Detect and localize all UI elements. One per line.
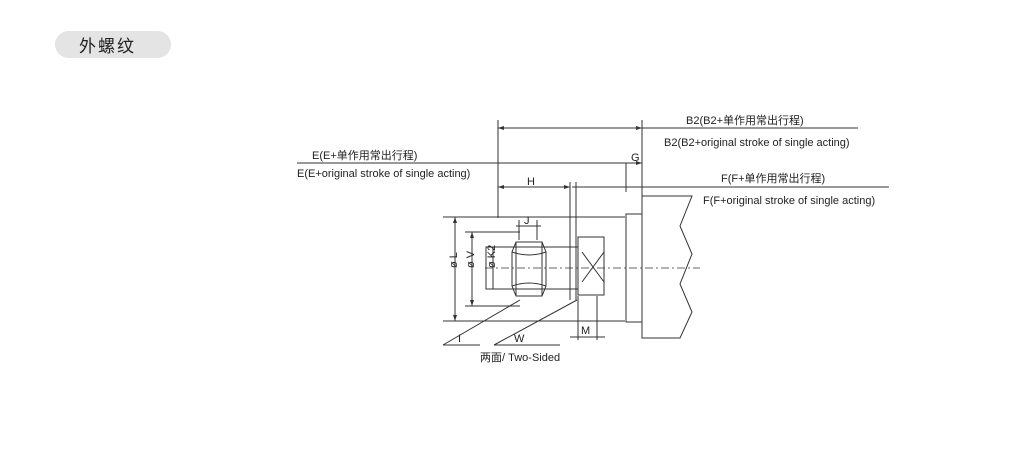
h-label: H bbox=[527, 176, 535, 188]
f-label-cn: F(F+单作用常出行程) bbox=[721, 171, 825, 185]
hex-nut bbox=[511, 241, 547, 297]
e-label-cn: E(E+单作用常出行程) bbox=[312, 148, 417, 162]
f-label-en: F(F+original stroke of single acting) bbox=[703, 195, 875, 207]
cylinder-body bbox=[641, 195, 693, 339]
b2-label-en: B2(B2+original stroke of single acting) bbox=[664, 137, 850, 149]
e-label-en: E(E+original stroke of single acting) bbox=[297, 168, 470, 180]
j-label: J bbox=[524, 215, 530, 227]
v-label: ø V bbox=[465, 250, 477, 268]
g-label: G bbox=[631, 152, 640, 164]
i-leader bbox=[442, 299, 521, 346]
w-label: W bbox=[514, 333, 525, 345]
two-sided-label: 两面/ Two-Sided bbox=[480, 352, 560, 364]
k2-label: ø K2 bbox=[486, 245, 498, 268]
arrowheads bbox=[453, 126, 642, 321]
i-label: I bbox=[458, 333, 461, 345]
w-leader bbox=[493, 299, 578, 346]
m-label: M bbox=[581, 325, 590, 337]
rod-end bbox=[577, 236, 605, 296]
l-label: ø L bbox=[448, 252, 460, 268]
b2-label-cn: B2(B2+单作用常出行程) bbox=[686, 113, 804, 127]
section-title: 外螺纹 bbox=[55, 31, 171, 58]
